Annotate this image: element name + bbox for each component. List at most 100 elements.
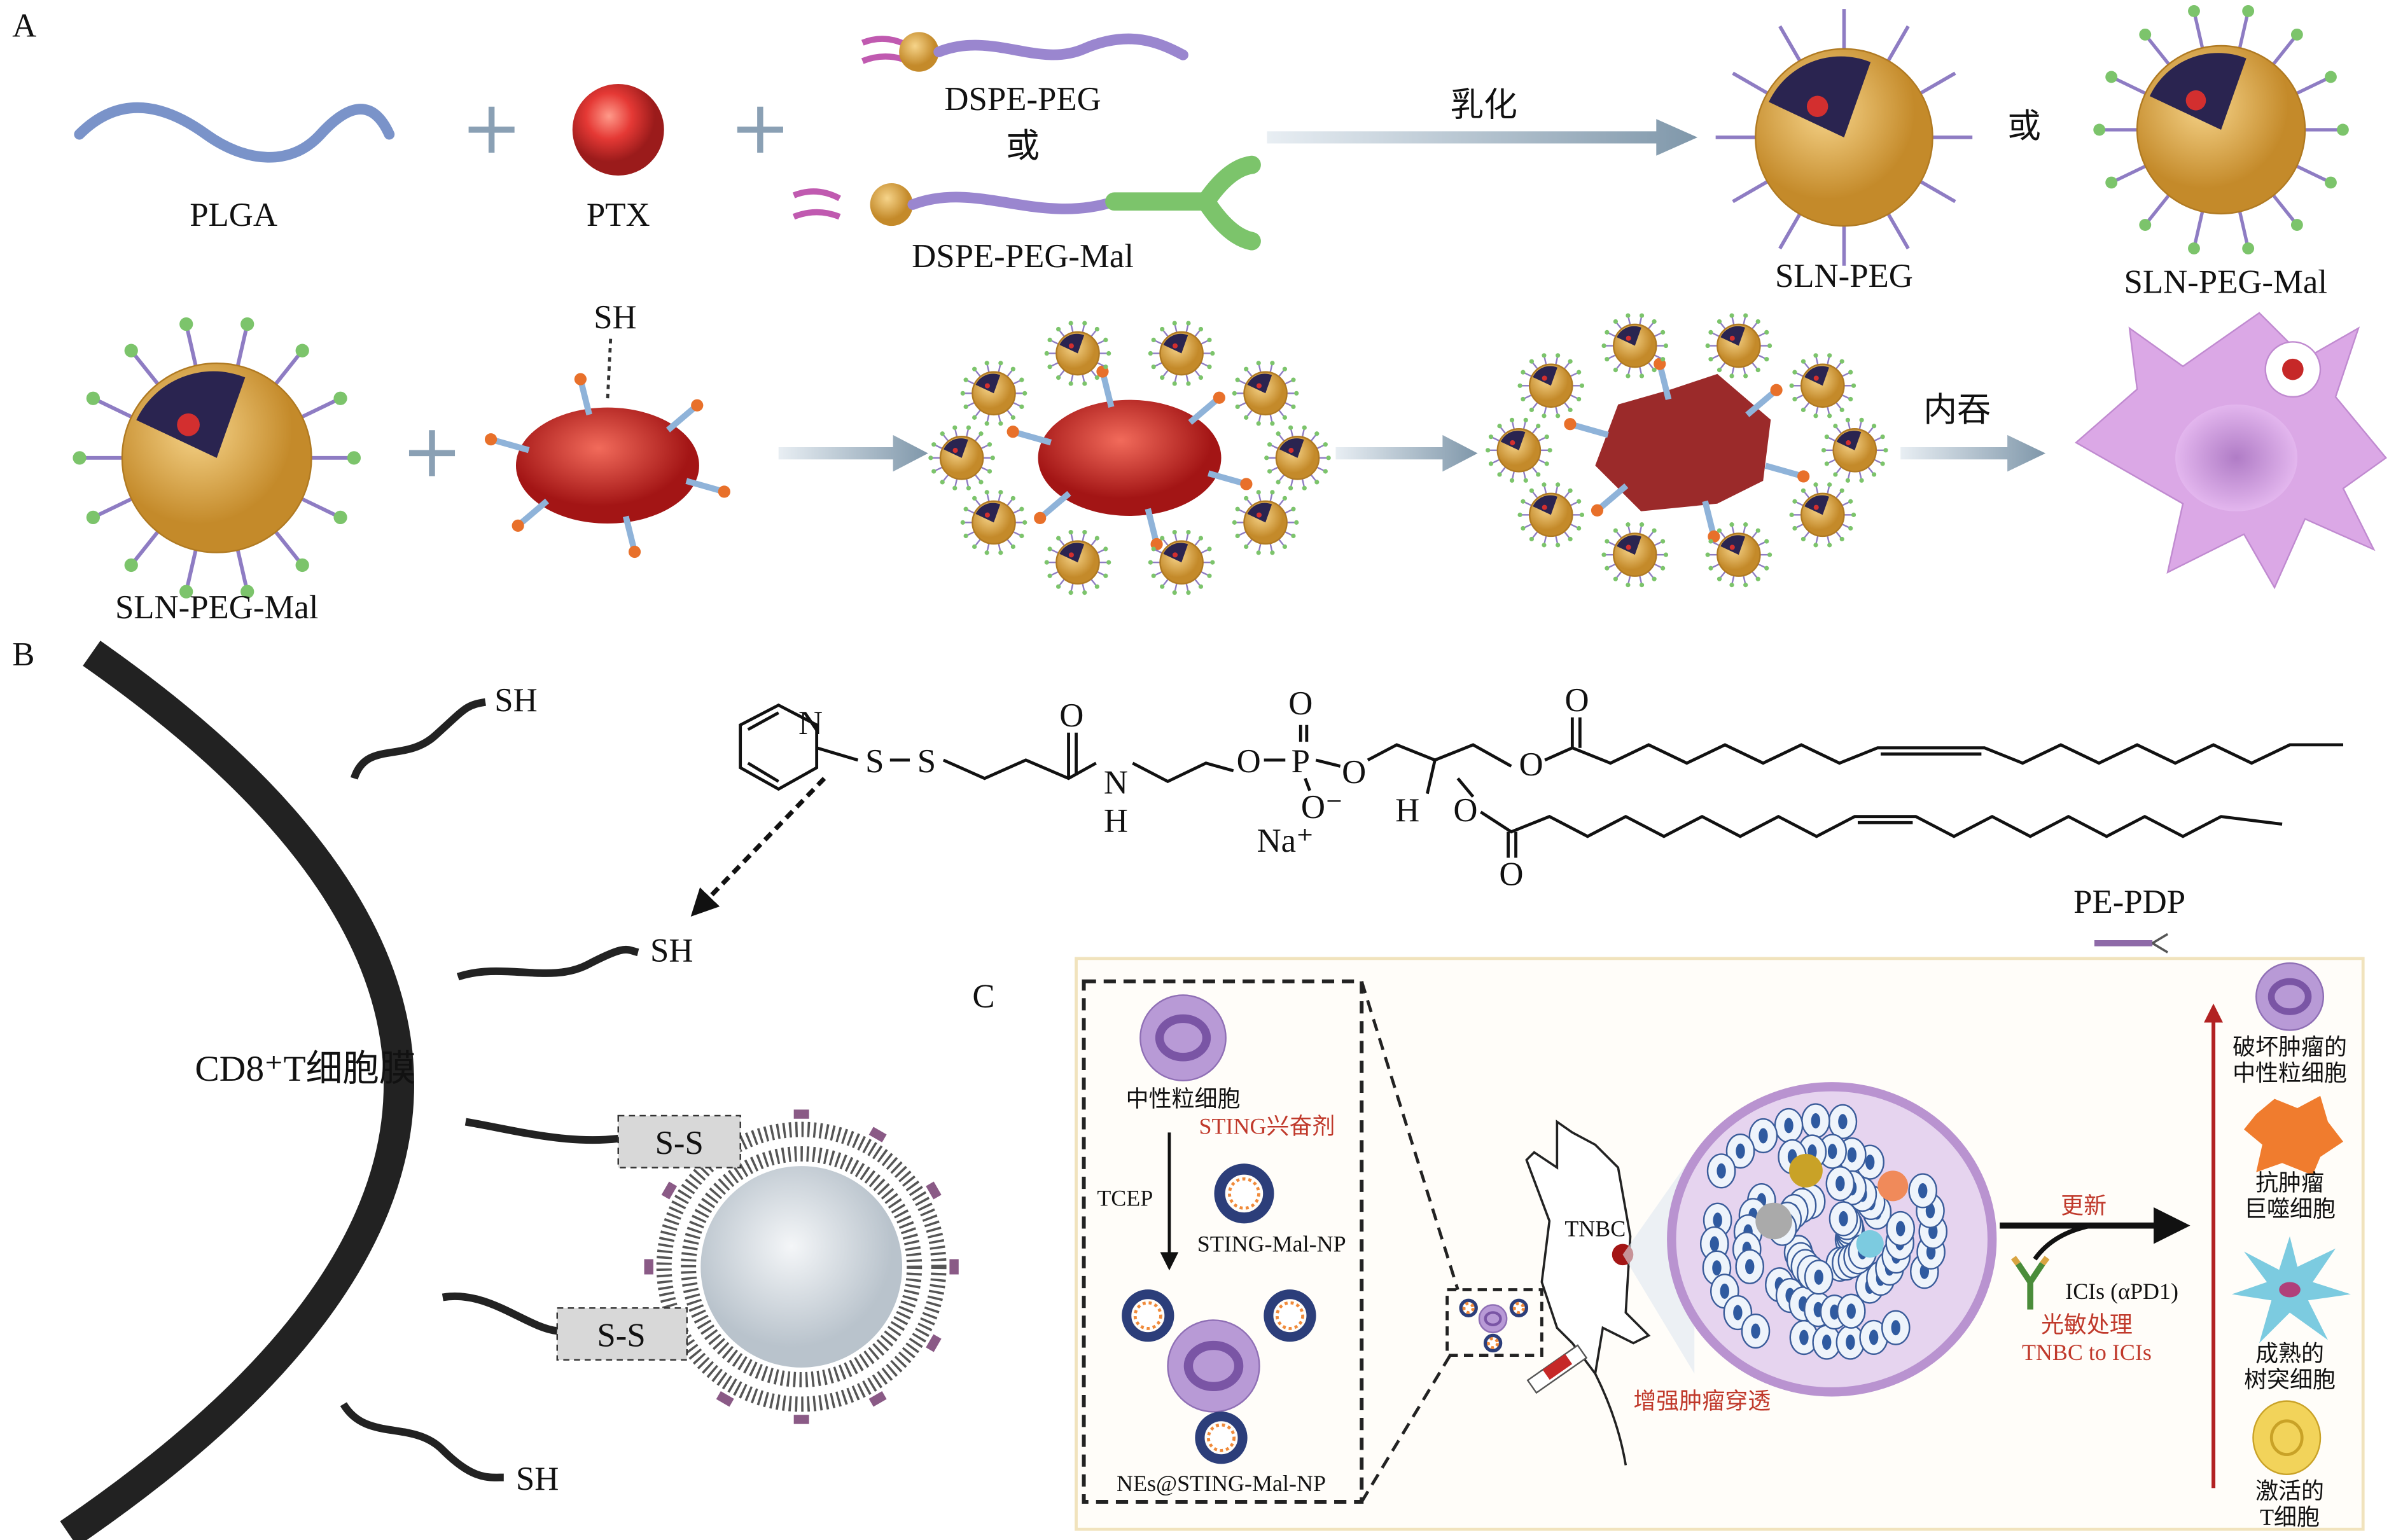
mal-tip xyxy=(1792,370,1797,375)
peg-arm xyxy=(2192,10,2204,48)
plus-icon: + xyxy=(401,409,463,494)
mal-tip xyxy=(1047,573,1052,578)
tnbc-to-icis-label: TNBC to ICIs xyxy=(2022,1340,2152,1365)
mal-tip xyxy=(1755,319,1760,324)
linker xyxy=(1012,429,1052,446)
np-core xyxy=(1206,1423,1236,1452)
mal-tip xyxy=(1198,584,1204,589)
mal-tip xyxy=(1044,560,1049,565)
peg-arm xyxy=(1732,180,1769,204)
photosensitize-label: 光敏处理 xyxy=(2041,1312,2133,1338)
mal-tip xyxy=(963,506,968,511)
mal-tip xyxy=(963,533,968,539)
mal-tip xyxy=(1186,590,1191,595)
atom: O xyxy=(1453,792,1477,829)
sh-top: SH xyxy=(494,682,537,719)
mal-tip xyxy=(1568,407,1573,412)
maleimide-tip xyxy=(512,519,524,532)
mal-tip xyxy=(1859,478,1864,483)
nucleus xyxy=(2267,978,2312,1015)
mal-tip xyxy=(1151,364,1156,370)
sln-peg-mal-label: SLN-PEG-Mal xyxy=(2124,264,2328,301)
mal-tip xyxy=(1256,421,1261,426)
drug xyxy=(1729,335,1735,341)
atom: O xyxy=(1059,697,1083,734)
mal-tip xyxy=(1235,377,1240,382)
target-cell xyxy=(2075,312,2387,590)
neutrophil-body xyxy=(1167,1319,1260,1413)
drug xyxy=(1806,95,1828,117)
neutrophil-body xyxy=(1139,994,1227,1081)
mal-tip xyxy=(1106,350,1111,356)
peg-arm xyxy=(184,323,198,366)
mal-tip xyxy=(347,451,361,465)
mal-tip xyxy=(1509,417,1515,422)
mal-tip xyxy=(1488,434,1494,440)
pe-pdp-marker xyxy=(868,1127,887,1142)
drug xyxy=(1068,552,1074,558)
mal-tip xyxy=(1270,421,1275,426)
tumor-nucleus xyxy=(1869,1329,1879,1345)
mal-tip xyxy=(1652,368,1657,373)
mal-tip xyxy=(1082,590,1087,595)
dead-cell xyxy=(1755,1202,1792,1240)
peg-arm xyxy=(2295,75,2332,95)
mal-tip xyxy=(1523,478,1528,483)
mal-tip xyxy=(1207,546,1212,551)
mal-tip xyxy=(1056,536,1061,541)
sln-peg-mal-label-2: SLN-PEG-Mal xyxy=(115,589,319,626)
sh-mid: SH xyxy=(650,933,693,969)
atom: N xyxy=(1104,765,1128,801)
mal-tip xyxy=(1601,343,1606,349)
np-core xyxy=(1228,1177,1260,1210)
dspe-peg-mal-label: DSPE-PEG-Mal xyxy=(912,238,1134,275)
disulfide-label-1: S-S xyxy=(655,1125,704,1162)
syringe-icon xyxy=(1526,1344,1588,1394)
mal-tip xyxy=(1094,584,1099,589)
mal-tip xyxy=(966,425,972,430)
mal-tip xyxy=(1302,485,1307,490)
mal-tip xyxy=(1717,576,1722,581)
mal-tip xyxy=(972,544,977,550)
mal-tip xyxy=(1244,544,1249,550)
mal-tip xyxy=(240,317,254,331)
atom: N xyxy=(798,705,823,742)
maleimide-tip xyxy=(1213,391,1225,404)
mal-tip xyxy=(1198,536,1204,541)
mal-tip xyxy=(1556,482,1561,487)
mal-tip xyxy=(1047,337,1052,342)
legend-line1: 成熟的 xyxy=(2255,1341,2324,1366)
mal-tip xyxy=(1244,366,1249,371)
mal-tip xyxy=(1661,357,1666,362)
pe-pdp-marker xyxy=(926,1334,942,1352)
drug xyxy=(1172,552,1178,558)
mal-tip xyxy=(1601,552,1606,557)
mal-tip xyxy=(1764,330,1769,335)
mal-tip xyxy=(1883,448,1888,453)
peg-arm xyxy=(235,323,249,366)
mal-tip xyxy=(998,421,1003,426)
atom: O xyxy=(1342,754,1366,791)
tumor-nucleus xyxy=(1713,1212,1722,1228)
peg-arm xyxy=(2110,164,2147,184)
mal-tip xyxy=(1880,461,1885,466)
tumor-nucleus xyxy=(1717,1163,1726,1179)
mal-tip xyxy=(1827,353,1832,358)
tumor-nucleus xyxy=(1751,1323,1760,1339)
nucleus xyxy=(1183,1340,1244,1392)
sh-bond-line xyxy=(606,338,613,400)
mal-tip xyxy=(1148,560,1153,565)
tumor-nucleus xyxy=(1745,1259,1755,1275)
mal-tip xyxy=(1729,522,1734,527)
drug xyxy=(984,383,990,389)
panel-a-label: A xyxy=(12,8,36,45)
plga-label: PLGA xyxy=(190,197,277,233)
atom: O xyxy=(1288,685,1313,722)
mal-tip xyxy=(1523,417,1528,422)
mal-tip xyxy=(1880,434,1885,440)
mal-tip xyxy=(972,366,977,371)
mal-tip xyxy=(1743,583,1748,588)
mal-tip xyxy=(1529,536,1535,542)
mal-tip xyxy=(1729,583,1734,588)
rbc-nanoparticle-conjugate xyxy=(928,321,1331,595)
